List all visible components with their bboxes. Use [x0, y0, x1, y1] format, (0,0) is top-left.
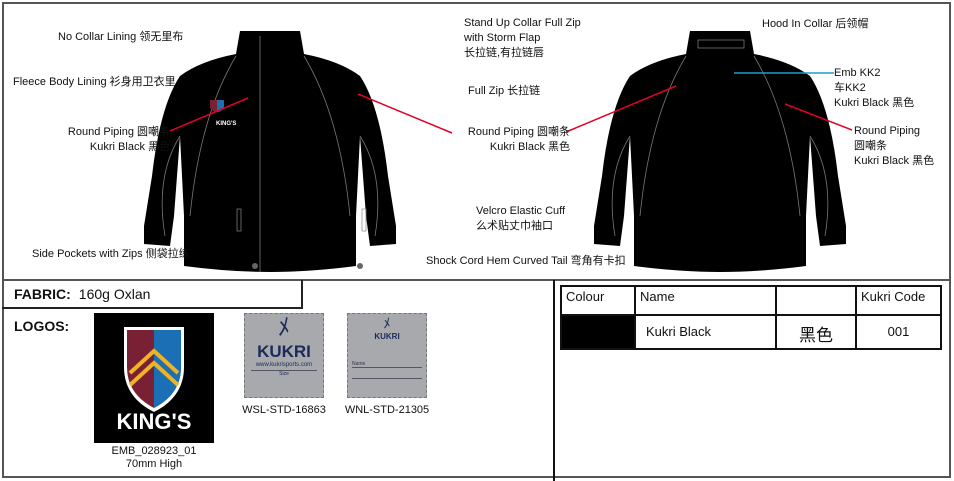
- annotation-hood: Hood In Collar 后领帽: [762, 18, 869, 30]
- header-colour: Colour: [560, 285, 636, 316]
- colour-name: Kukri Black: [634, 314, 777, 350]
- fabric-value: 160g Oxlan: [78, 286, 151, 302]
- header-name: Name: [634, 285, 777, 316]
- piping-pointer-lines: [169, 85, 853, 134]
- back-jacket: [594, 31, 846, 272]
- divider: [2, 279, 951, 281]
- fabric-box: FABRIC: 160g Oxlan: [2, 280, 303, 309]
- divider: [553, 280, 555, 481]
- annotation-hem: Shock Cord Hem Curved Tail 弯角有卡扣: [426, 255, 626, 267]
- wnl-label-tag: ﾒ KUKRI Name: [347, 313, 427, 398]
- fabric-label: FABRIC:: [14, 286, 71, 302]
- wsl-label-tag: ﾒ KUKRI www.kukrisports.com Size: [244, 313, 324, 398]
- kings-logo: KING'S: [94, 313, 214, 443]
- header-blank: [775, 285, 857, 316]
- table-header-row: Colour Name Kukri Code: [560, 285, 942, 316]
- wsl-code: WSL-STD-16863: [242, 404, 326, 416]
- annotation-pockets: Side Pockets with Zips 侧袋拉练: [32, 248, 190, 260]
- logos-label: LOGOS:: [14, 318, 70, 334]
- front-jacket: [144, 31, 396, 272]
- colour-swatch: [560, 314, 636, 350]
- annotation-fleece: Fleece Body Lining 衫身用卫衣里: [13, 76, 176, 88]
- annotation-no-collar: No Collar Lining 领无里布: [58, 31, 184, 43]
- kukri-code: 001: [855, 314, 942, 350]
- header-kukri-code: Kukri Code: [855, 285, 942, 316]
- colour-name-cn: 黑色: [775, 314, 857, 350]
- chest-logo-text: KING'S: [216, 121, 236, 127]
- annotation-full-zip: Full Zip 长拉链: [468, 85, 541, 97]
- kings-logo-text: KING'S: [116, 409, 192, 434]
- wnl-code: WNL-STD-21305: [344, 404, 430, 416]
- jacket-drawings: KING'S: [144, 31, 853, 272]
- colour-table: Colour Name Kukri Code Kukri Black 黑色 00…: [560, 285, 942, 350]
- table-row: Kukri Black 黑色 001: [560, 314, 942, 350]
